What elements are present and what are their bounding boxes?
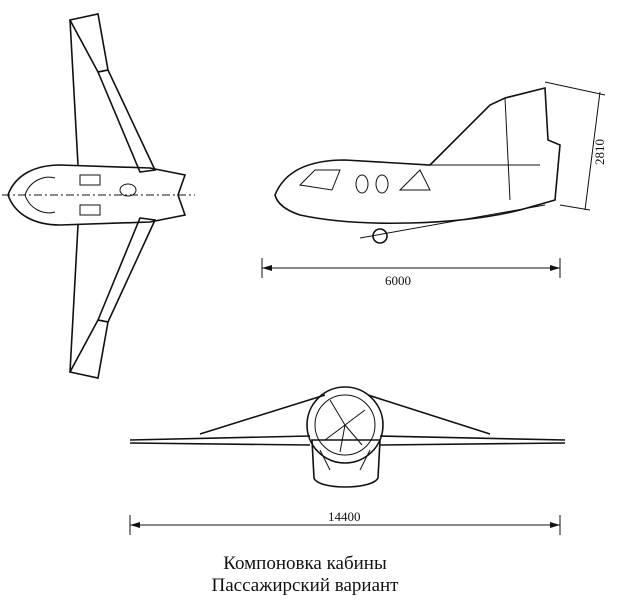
- caption-line-1: Компоновка кабины: [223, 553, 387, 574]
- side-view: 6000 2810: [261, 81, 607, 288]
- front-view: 14400: [129, 386, 566, 535]
- length-dimension: 6000: [385, 273, 411, 288]
- top-view: [2, 13, 195, 379]
- caption-line-2: Пассажирский вариант: [211, 575, 399, 596]
- height-dimension: 2810: [592, 139, 607, 165]
- span-dimension: 14400: [328, 509, 361, 524]
